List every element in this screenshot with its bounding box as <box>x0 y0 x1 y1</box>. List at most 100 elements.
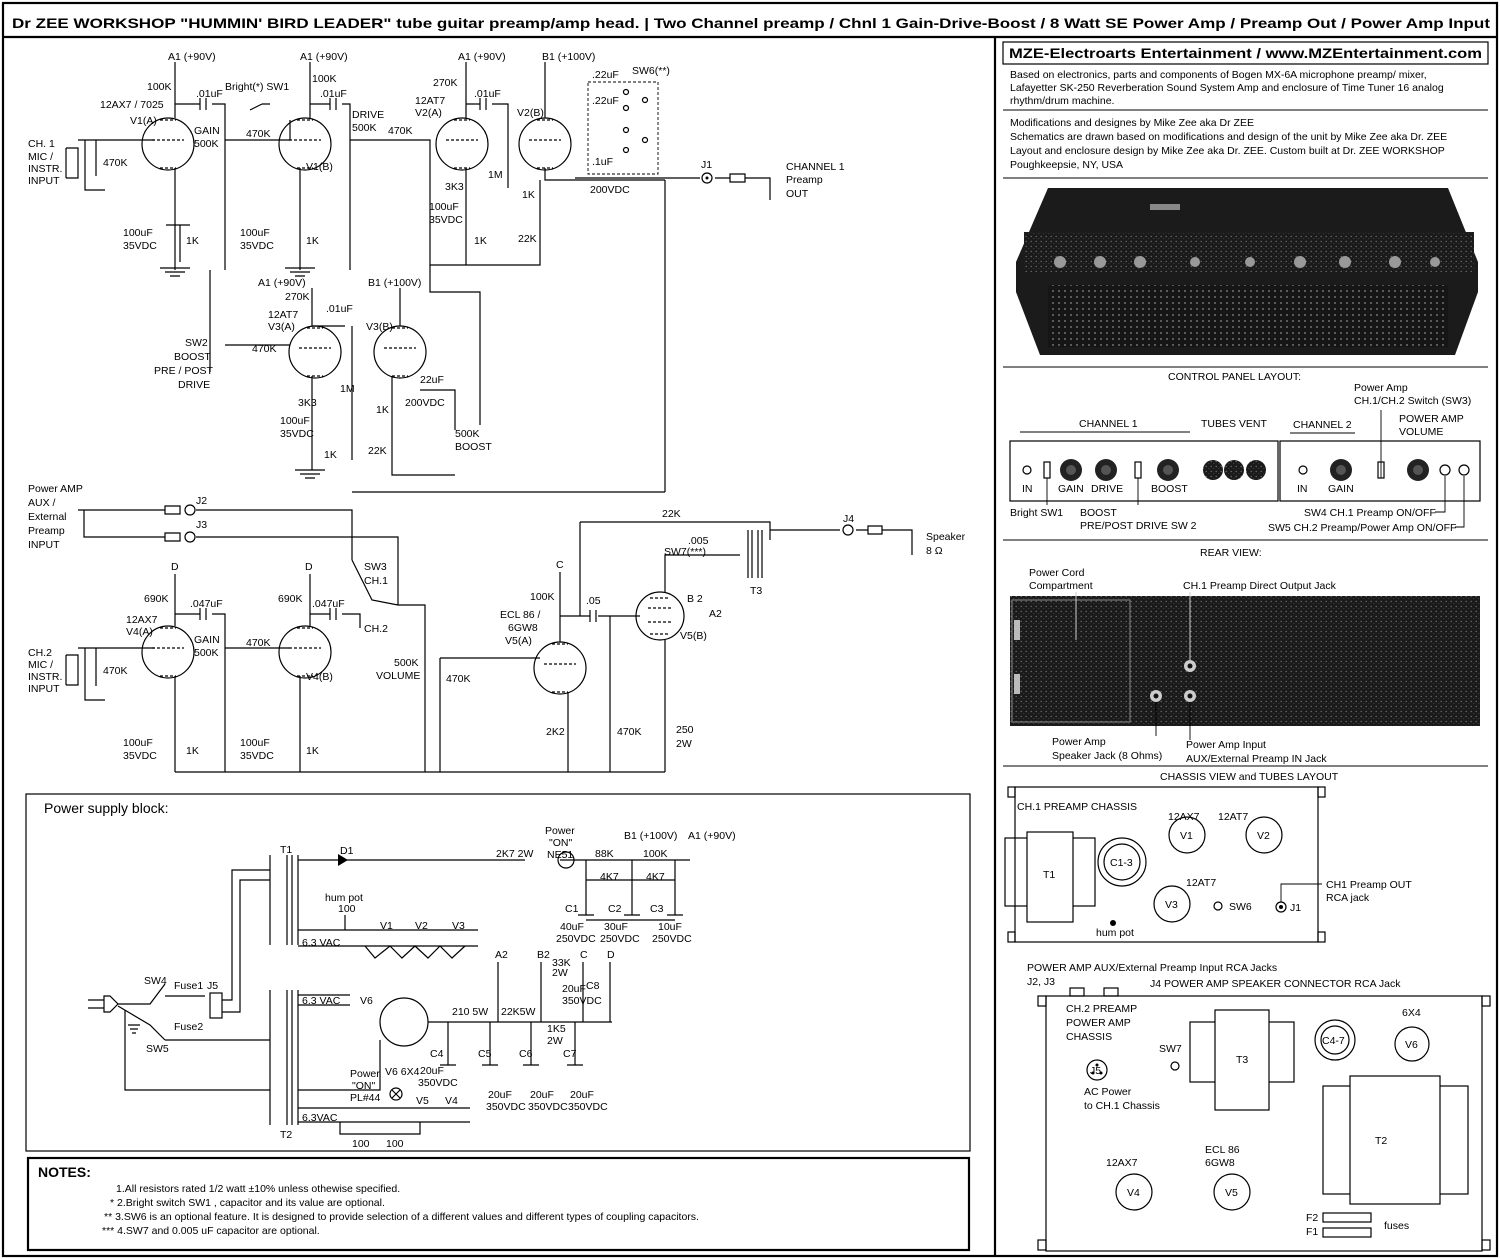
c22-label: .22uF <box>592 69 619 81</box>
power-amp-volume-label: VOLUME <box>1399 426 1443 438</box>
speaker-jack-label: Power Amp <box>1052 736 1106 748</box>
aux-in-label: AUX / <box>28 497 56 509</box>
ps-r100a: 100 <box>352 1138 370 1150</box>
ps-r100k: 100K <box>643 848 668 860</box>
c100u-label: 100uF <box>280 415 310 427</box>
ps-c: C <box>580 949 588 961</box>
j3-label: J3 <box>196 519 207 531</box>
chassis-ecl86: 6GW8 <box>1205 1157 1235 1169</box>
r1m-label: 1M <box>488 169 503 181</box>
b1-label: B1 (+100V) <box>368 277 421 289</box>
ch2-input-label: INSTR. <box>28 671 62 683</box>
ps-r33k: 2W <box>552 967 568 979</box>
chassis-6x4: 6X4 <box>1402 1007 1421 1019</box>
page-title: Dr ZEE WORKSHOP "HUMMIN' BIRD LEADER" tu… <box>12 15 1490 31</box>
ch2-chassis-label: CH.2 PREAMP <box>1066 1003 1137 1015</box>
chassis-v1: V1 <box>1180 830 1193 842</box>
r470k-label: 470K <box>388 125 413 137</box>
control-panel-title: CONTROL PANEL LAYOUT: <box>1168 371 1301 383</box>
ps-r22k5: 22K5W <box>501 1006 536 1018</box>
power-supply-title: Power supply block: <box>44 800 169 816</box>
r3k3-label: 3K3 <box>445 181 464 193</box>
c01-label: .01uF <box>326 303 353 315</box>
r1k-label: 1K <box>306 235 319 247</box>
ps-lamp: Power <box>350 1068 380 1080</box>
boost-label: BOOST <box>1151 483 1188 495</box>
r1k-label: 1K <box>324 449 337 461</box>
ch1-chassis-label: CH.1 PREAMP CHASSIS <box>1017 801 1137 813</box>
chassis-12ax7-v4: 12AX7 <box>1106 1157 1138 1169</box>
ch2-input-label: MIC / <box>28 659 53 671</box>
channel1-label: CHANNEL 1 <box>1079 418 1138 430</box>
t12ax7b-label: 12AX7 <box>126 614 158 626</box>
chassis-ecl86: ECL 86 <box>1205 1144 1240 1156</box>
ch1-input-label: CH. 1 <box>28 138 55 150</box>
r1m-label: 1M <box>340 383 355 395</box>
v3a-label: V3(A) <box>268 321 295 333</box>
v3b-label: V3(B) <box>366 321 393 333</box>
ps-c2: C2 <box>608 903 622 915</box>
v35-label: 35VDC <box>429 214 463 226</box>
sw3-label: SW3 <box>364 561 387 573</box>
ps-d: D <box>607 949 615 961</box>
ps-c3: C3 <box>650 903 664 915</box>
a1-label: A1 (+90V) <box>168 51 216 63</box>
ps-t1: T1 <box>280 844 292 856</box>
c047-label: .047uF <box>312 598 345 610</box>
ch2-input-label: CH.2 <box>28 647 52 659</box>
ps-c1: C1 <box>565 903 579 915</box>
tubes-vent-label: TUBES VENT <box>1201 418 1268 430</box>
b1-label: B1 (+100V) <box>542 51 595 63</box>
gain2-label: GAIN <box>1328 483 1354 495</box>
r470k-label: 470K <box>617 726 642 738</box>
chassis-v4: V4 <box>1127 1187 1140 1199</box>
aux-jacks-label: POWER AMP AUX/External Preamp Input RCA … <box>1027 962 1277 974</box>
ps-c20: 20uF <box>562 983 586 995</box>
ps-r1k5: 2W <box>547 1035 563 1047</box>
based-on-line: Based on electronics, parts and componen… <box>1010 69 1427 81</box>
j1-out-label: OUT <box>786 188 809 200</box>
r690k-label: 690K <box>278 593 303 605</box>
gain1-label: GAIN <box>194 125 220 137</box>
ps-lamp: PL#44 <box>350 1092 381 1104</box>
aux-in-label: External <box>28 511 67 523</box>
ps-r100b: 100 <box>386 1138 404 1150</box>
preamp-schematic: CH. 1 MIC / INSTR. INPUT 470K V1(A) 12AX… <box>28 51 966 773</box>
j4-label: J4 POWER AMP SPEAKER CONNECTOR RCA Jack <box>1150 978 1401 990</box>
ps-c20: 350VDC <box>486 1101 526 1113</box>
j4-label: J4 <box>843 513 854 525</box>
v4a-label: V4(A) <box>126 626 153 638</box>
chassis-t2: T2 <box>1375 1135 1387 1147</box>
r1k-label: 1K <box>474 235 487 247</box>
sw5-label: SW5 CH.2 Preamp/Power Amp ON/OFF <box>1268 522 1456 534</box>
aux-in-label: Preamp <box>28 525 65 537</box>
v35-label: 35VDC <box>240 240 274 252</box>
chassis-t1: T1 <box>1043 869 1055 881</box>
r470k-label: 470K <box>252 343 277 355</box>
bright-label: Bright(*) SW1 <box>225 81 289 93</box>
note-item: *** 4.SW7 and 0.005 uF capacitor are opt… <box>102 1225 320 1237</box>
volume-label: VOLUME <box>376 670 420 682</box>
r1k-label: 1K <box>306 745 319 757</box>
ps-r88k: 88K <box>595 848 614 860</box>
r1k-label: 1K <box>522 189 535 201</box>
notes-title: NOTES: <box>38 1164 91 1180</box>
amp-input-label: AUX/External Preamp IN Jack <box>1186 753 1327 765</box>
direct-out-label: CH.1 Preamp Direct Output Jack <box>1183 580 1337 592</box>
gain2-value: 500K <box>194 647 219 659</box>
ecl-label: V5(A) <box>505 635 532 647</box>
aux-in-label: Power AMP <box>28 483 83 495</box>
chassis-title: CHASSIS VIEW and TUBES LAYOUT <box>1160 771 1339 783</box>
r470k-label: 470K <box>246 128 271 140</box>
j1-out-label: Preamp <box>786 174 823 186</box>
c01-label: .01uF <box>196 88 223 100</box>
r100k-label: 100K <box>312 73 337 85</box>
ps-c1v: 40uF <box>560 921 584 933</box>
v2a-label: V2(A) <box>415 107 442 119</box>
ps-c2v: 250VDC <box>600 933 640 945</box>
v200-label: 200VDC <box>405 397 445 409</box>
ps-c5: C5 <box>478 1048 492 1060</box>
ps-fuse1: Fuse1 <box>174 980 203 992</box>
cord-label: Power Cord <box>1029 567 1085 579</box>
